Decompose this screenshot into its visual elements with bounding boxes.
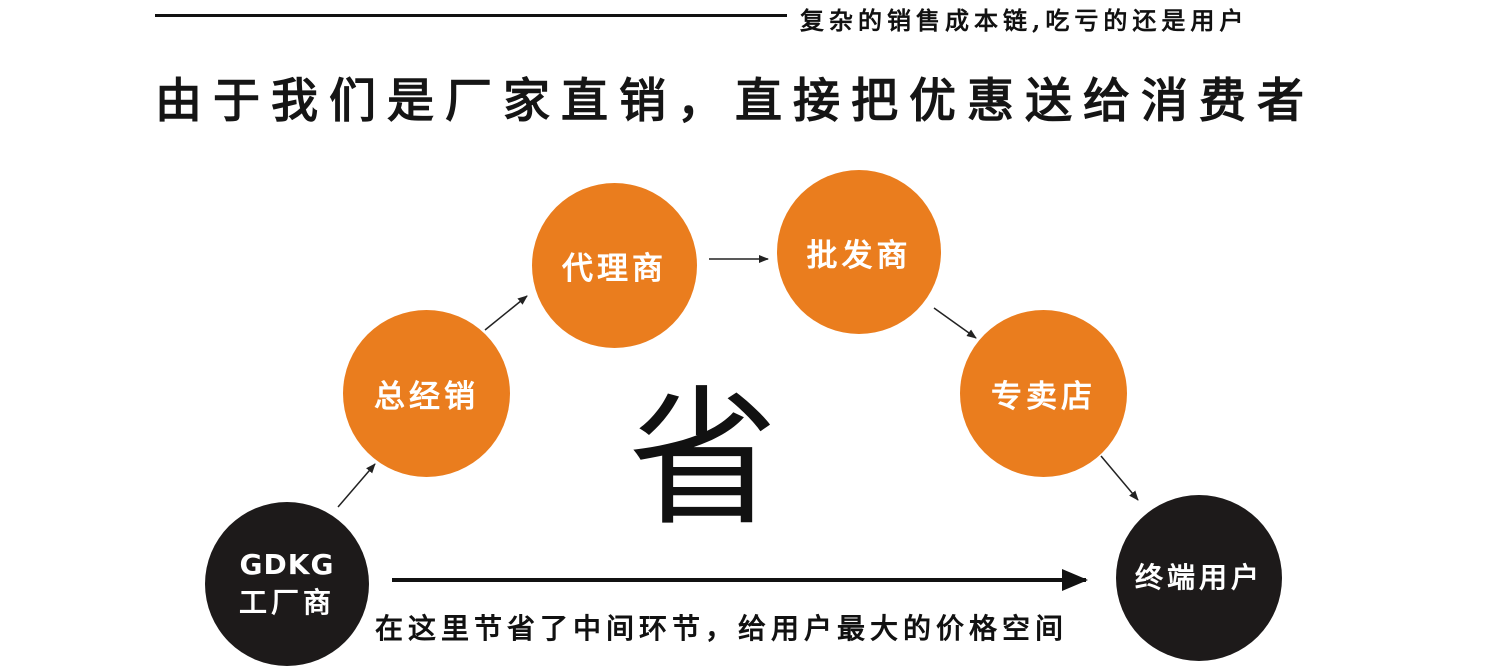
arrow-distributor-to-agent <box>484 295 528 331</box>
save-character: 省 <box>627 373 778 547</box>
store-label: 专卖店 <box>991 379 1096 415</box>
agent-node: 代理商 <box>532 183 697 348</box>
wholesaler-node: 批发商 <box>777 170 941 334</box>
wholesaler-label: 批发商 <box>806 237 912 274</box>
arrow-store-to-enduser <box>1100 455 1139 501</box>
page-headline: 由于我们是厂家直销，直接把优惠送给消费者 <box>155 74 1315 129</box>
factory-brand-label: GDKG <box>239 548 335 581</box>
agent-label: 代理商 <box>562 251 667 287</box>
general-distributor-node: 总经销 <box>343 310 510 477</box>
general-distributor-label: 总经销 <box>374 379 479 415</box>
end-user-label: 终端用户 <box>1134 561 1263 594</box>
factory-label: 工厂商 <box>238 586 335 619</box>
arrow-wholesaler-to-store <box>933 307 977 339</box>
header-rule <box>155 14 787 17</box>
bottom-caption: 在这里节省了中间环节，给用户最大的价格空间 <box>375 612 1069 645</box>
arrow-factory-to-distributor <box>337 463 376 508</box>
end-user-node: 终端用户 <box>1116 495 1282 661</box>
store-node: 专卖店 <box>960 310 1127 477</box>
header-tagline: 复杂的销售成本链,吃亏的还是用户 <box>800 6 1249 35</box>
factory-node: GDKG 工厂商 <box>205 502 369 666</box>
